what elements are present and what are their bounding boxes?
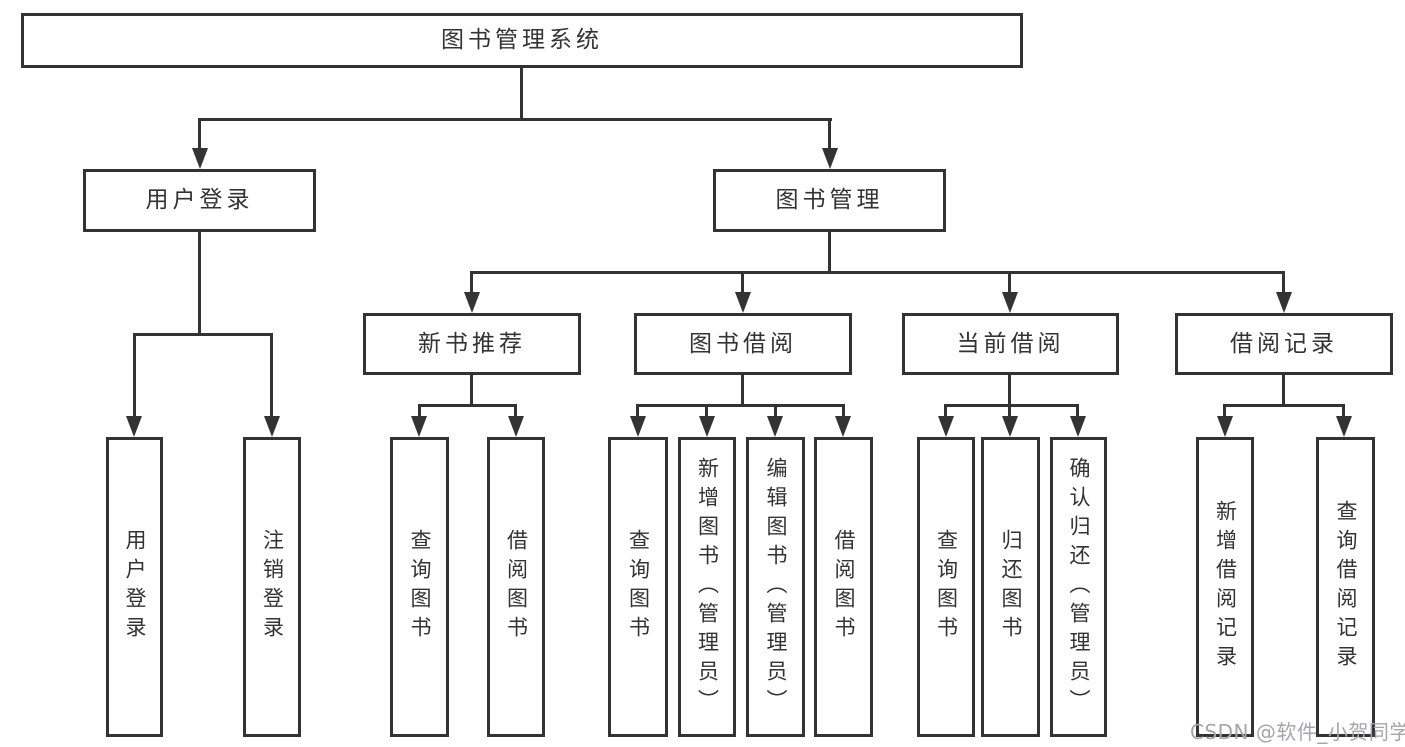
arrow-down-icon bbox=[1336, 416, 1352, 437]
node-current-borrow: 当前借阅 bbox=[902, 313, 1119, 375]
node-user-login-module-label: 用户登录 bbox=[145, 187, 254, 213]
leaf-borrow-books: 借阅图书 bbox=[814, 437, 873, 737]
connector-new-book-stem bbox=[470, 374, 473, 407]
arrow-down-icon bbox=[464, 292, 480, 313]
leaf-logout-label: 注销登录 bbox=[260, 529, 285, 645]
leaf-borrow-books-recommend-label: 借阅图书 bbox=[504, 529, 529, 645]
arrow-down-icon bbox=[1002, 292, 1018, 313]
connector-book-mgmt-stem bbox=[828, 232, 831, 274]
node-current-borrow-label: 当前借阅 bbox=[956, 330, 1065, 357]
leaf-query-books-borrow: 查询图书 bbox=[608, 437, 668, 737]
arrow-down-icon bbox=[1070, 416, 1086, 437]
leaf-user-login: 用户登录 bbox=[106, 437, 163, 737]
connector-leaf bbox=[774, 404, 777, 419]
connector-book-mgmt-branch bbox=[470, 271, 1285, 274]
connector-leaf bbox=[514, 404, 517, 419]
arrow-down-icon bbox=[126, 416, 142, 437]
connector-current-borrow-stem bbox=[1008, 374, 1011, 407]
leaf-confirm-return-admin-label: 确认归还（管理员） bbox=[1067, 456, 1091, 718]
node-system-root: 图书管理系统 bbox=[21, 13, 1023, 68]
arrow-down-icon bbox=[822, 148, 838, 169]
leaf-edit-books-admin-label: 编辑图书（管理员） bbox=[764, 456, 788, 718]
connector-to-user-login bbox=[198, 118, 201, 150]
arrow-down-icon bbox=[192, 148, 208, 169]
node-book-borrow: 图书借阅 bbox=[634, 313, 852, 375]
connector-to-borrow-records bbox=[1282, 271, 1285, 295]
connector-leaf bbox=[1076, 404, 1079, 419]
connector-user-login-stem bbox=[198, 232, 201, 336]
node-book-borrow-label: 图书借阅 bbox=[689, 330, 797, 357]
arrow-down-icon bbox=[508, 416, 524, 437]
leaf-user-login-label: 用户登录 bbox=[123, 529, 147, 645]
arrow-down-icon bbox=[1276, 292, 1292, 313]
leaf-query-books-recommend-label: 查询图书 bbox=[408, 529, 432, 645]
arrow-down-icon bbox=[1002, 416, 1018, 437]
node-system-root-label: 图书管理系统 bbox=[441, 27, 603, 53]
connector-leaf bbox=[705, 404, 708, 419]
connector-to-book-mgmt bbox=[828, 118, 831, 150]
leaf-confirm-return-admin: 确认归还（管理员） bbox=[1050, 437, 1107, 737]
node-user-login-module: 用户登录 bbox=[83, 169, 316, 232]
node-book-management-label: 图书管理 bbox=[775, 187, 884, 213]
leaf-query-borrow-record-label: 查询借阅记录 bbox=[1334, 500, 1358, 674]
node-new-book-recommend-label: 新书推荐 bbox=[418, 330, 526, 357]
connector-book-borrow-branch bbox=[636, 404, 844, 407]
leaf-add-borrow-record-label: 新增借阅记录 bbox=[1213, 500, 1238, 674]
connector-leaf bbox=[944, 404, 947, 419]
connector-current-borrow-branch bbox=[944, 404, 1079, 407]
arrow-down-icon bbox=[699, 416, 715, 437]
connector-leaf bbox=[1342, 404, 1345, 419]
arrow-down-icon bbox=[835, 416, 851, 437]
connector-leaf bbox=[842, 404, 845, 419]
connector-leaf bbox=[1008, 404, 1011, 419]
leaf-borrow-books-recommend: 借阅图书 bbox=[487, 437, 545, 737]
arrow-down-icon bbox=[264, 416, 280, 437]
watermark: CSDN @软件_小贺同学 bbox=[1190, 720, 1405, 744]
leaf-edit-books-admin: 编辑图书（管理员） bbox=[746, 437, 805, 737]
leaf-query-books-current: 查询图书 bbox=[917, 437, 975, 737]
connector-borrow-records-stem bbox=[1282, 374, 1285, 407]
leaf-add-books-admin-label: 新增图书（管理员） bbox=[695, 456, 720, 718]
leaf-query-borrow-record: 查询借阅记录 bbox=[1316, 437, 1375, 737]
connector-leaf bbox=[1223, 404, 1226, 419]
leaf-query-books-recommend: 查询图书 bbox=[390, 437, 449, 737]
connector-book-borrow-stem bbox=[741, 374, 744, 407]
node-borrow-records: 借阅记录 bbox=[1175, 313, 1393, 375]
arrow-down-icon bbox=[735, 292, 751, 313]
arrow-down-icon bbox=[767, 416, 783, 437]
node-borrow-records-label: 借阅记录 bbox=[1230, 330, 1338, 357]
connector-root-stem bbox=[520, 67, 523, 121]
arrow-down-icon bbox=[630, 416, 646, 437]
node-new-book-recommend: 新书推荐 bbox=[363, 313, 581, 375]
connector-borrow-records-branch bbox=[1223, 404, 1345, 407]
leaf-query-books-borrow-label: 查询图书 bbox=[626, 529, 651, 645]
connector-to-book-borrow bbox=[741, 271, 744, 295]
leaf-logout: 注销登录 bbox=[243, 437, 301, 737]
arrow-down-icon bbox=[411, 416, 427, 437]
connector-leaf bbox=[636, 404, 639, 419]
leaf-add-books-admin: 新增图书（管理员） bbox=[678, 437, 736, 737]
leaf-return-books-label: 归还图书 bbox=[999, 529, 1023, 645]
connector-to-leaf-logout bbox=[270, 333, 273, 419]
leaf-borrow-books-label: 借阅图书 bbox=[832, 529, 856, 645]
connector-to-leaf-login bbox=[133, 333, 136, 419]
connector-to-current-borrow bbox=[1008, 271, 1011, 295]
connector-to-new-book bbox=[470, 271, 473, 295]
leaf-return-books: 归还图书 bbox=[981, 437, 1040, 737]
connector-leaf bbox=[418, 404, 421, 419]
node-book-management: 图书管理 bbox=[713, 169, 946, 232]
arrow-down-icon bbox=[1217, 416, 1233, 437]
leaf-add-borrow-record: 新增借阅记录 bbox=[1196, 437, 1254, 737]
connector-new-book-branch bbox=[418, 404, 517, 407]
connector-root-branch bbox=[198, 118, 832, 121]
arrow-down-icon bbox=[938, 416, 954, 437]
leaf-query-books-current-label: 查询图书 bbox=[934, 529, 959, 645]
connector-user-login-branch bbox=[133, 333, 273, 336]
